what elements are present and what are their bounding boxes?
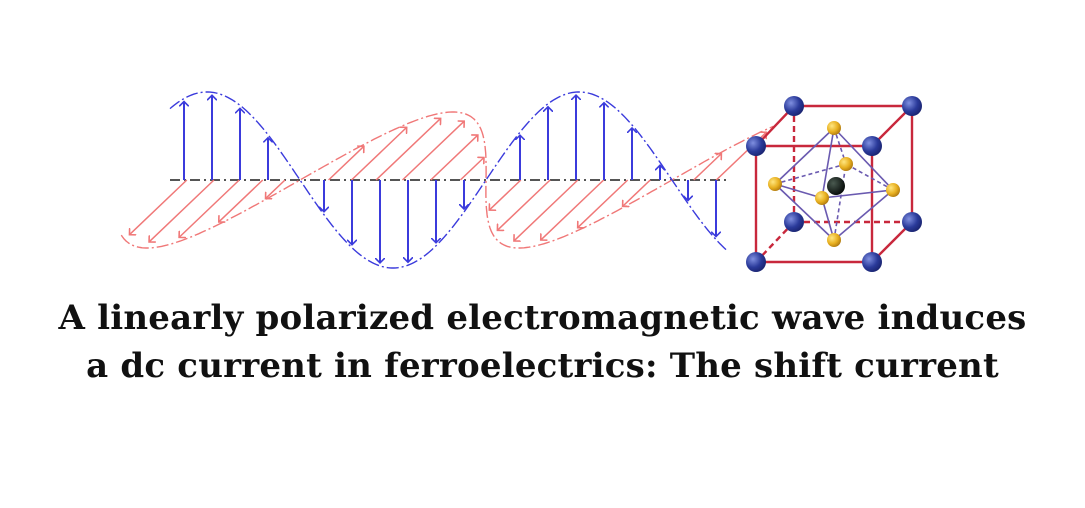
magnetic-envelope bbox=[120, 111, 774, 249]
octahedron-edge bbox=[821, 189, 894, 199]
octahedron-edge bbox=[833, 163, 847, 241]
perovskite-unit-cell bbox=[746, 96, 922, 272]
polarized-wave-illustration bbox=[120, 91, 774, 269]
magnetic-field-arrow bbox=[541, 179, 605, 240]
corner-atom bbox=[784, 212, 804, 232]
face-atom bbox=[768, 177, 782, 191]
corner-atom bbox=[902, 96, 922, 116]
magnetic-field-arrow bbox=[578, 179, 629, 228]
caption-line-1: A linearly polarized electromagnetic wav… bbox=[58, 298, 1027, 338]
magnetic-field-arrow bbox=[179, 179, 240, 237]
corner-atom bbox=[746, 252, 766, 272]
octahedron-edge bbox=[774, 163, 847, 185]
magnetic-field-arrow bbox=[266, 179, 286, 199]
octahedron-edge bbox=[821, 127, 835, 199]
magnetic-field-arrow bbox=[623, 179, 651, 206]
corner-atom bbox=[784, 96, 804, 116]
center-atom bbox=[827, 177, 845, 195]
magnetic-field-arrow bbox=[401, 121, 465, 181]
corner-atom bbox=[746, 136, 766, 156]
octahedron-edge bbox=[774, 183, 823, 199]
electric-envelope bbox=[169, 91, 727, 269]
magnetic-field-arrow bbox=[350, 127, 407, 181]
face-atom bbox=[815, 191, 829, 205]
corner-atom bbox=[902, 212, 922, 232]
octahedron-edge bbox=[774, 183, 835, 241]
magnetic-field-arrow bbox=[129, 179, 188, 235]
magnetic-field-arrow bbox=[514, 179, 579, 241]
face-atom bbox=[886, 183, 900, 197]
magnetic-field-arrow bbox=[693, 154, 722, 181]
face-atom bbox=[827, 121, 841, 135]
magnetic-field-arrow bbox=[489, 179, 522, 210]
corner-atom bbox=[862, 252, 882, 272]
magnetic-field-arrow bbox=[219, 179, 264, 222]
octahedron-edge bbox=[845, 163, 894, 191]
magnetic-field-arrow bbox=[430, 135, 478, 181]
caption-line-2: a dc current in ferroelectrics: The shif… bbox=[86, 346, 999, 386]
magnetic-field-arrow bbox=[328, 146, 364, 181]
octahedron-edge bbox=[833, 189, 894, 241]
octahedron-edge bbox=[821, 197, 835, 241]
magnetic-field-arrow bbox=[459, 157, 484, 181]
octahedron-edge bbox=[774, 127, 835, 185]
face-atom bbox=[839, 157, 853, 171]
magnetic-field-arrow bbox=[497, 179, 551, 230]
magnetic-field-arrow bbox=[149, 179, 215, 242]
magnetic-field-arrow bbox=[375, 118, 441, 181]
face-atom bbox=[827, 233, 841, 247]
corner-atom bbox=[862, 136, 882, 156]
octahedron-edge bbox=[833, 127, 894, 191]
